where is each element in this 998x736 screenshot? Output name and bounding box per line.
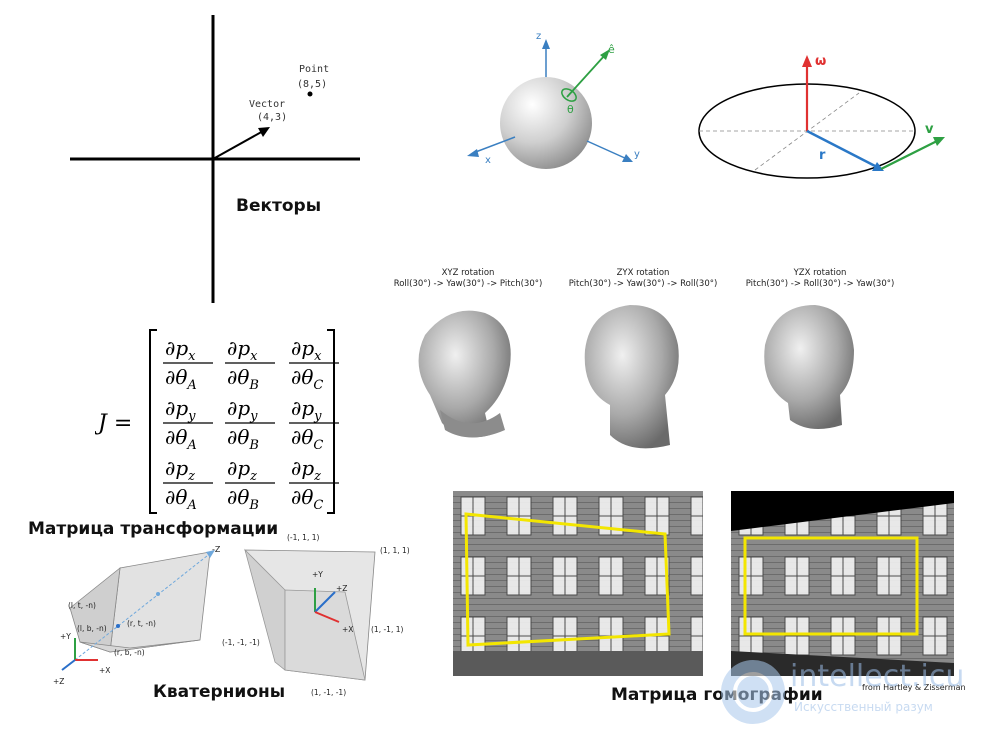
sphere-axis-y: y [634, 149, 640, 160]
jacobian-numerator: ∂py [227, 396, 258, 424]
jacobian-denominator: ∂θA [165, 425, 197, 453]
point-coords: (8,5) [297, 79, 328, 90]
jacobian-numerator: ∂py [165, 396, 196, 424]
frustum-label-ltn: (l, t, -n) [68, 601, 96, 610]
sphere-angle: θ [567, 103, 574, 116]
head-zyx [584, 305, 679, 449]
heads-svg [418, 305, 854, 449]
vectors-axes [70, 15, 360, 303]
cube-label-1nn: (1, -1, -1) [311, 688, 347, 697]
sphere-axis-z: z [536, 31, 542, 42]
vector-arrow [212, 129, 266, 160]
head-yzx [764, 305, 854, 429]
frustum-diagram [61, 550, 215, 671]
sphere-svg [467, 39, 633, 169]
vectors-caption: Векторы [236, 196, 322, 216]
point-dot [307, 91, 313, 97]
jacobian-denominator: ∂θB [227, 485, 259, 513]
watermark-name: intellect.icu [790, 659, 965, 694]
jacobian-numerator: ∂py [291, 396, 322, 424]
cube-label-111: (1, 1, 1) [380, 546, 410, 555]
head-xyz [418, 310, 511, 438]
r-label: r [819, 148, 826, 163]
cube-label-n111: (-1, 1, 1) [287, 533, 320, 542]
frustum-label-x: +X [99, 666, 111, 675]
cube-label-y: +Y [312, 570, 323, 579]
jacobian-svg: J = ∂px∂θA∂px∂θB∂px∂θC∂py∂θA∂py∂θB∂py∂θC… [94, 329, 339, 514]
cube-label-1n11: (1, -1, 1) [371, 625, 404, 634]
v-label: v [925, 122, 934, 137]
sphere-axis-e: ê [608, 43, 615, 56]
frustum-label-z: +Z [53, 677, 65, 686]
frustum-label-neg-z: -Z [212, 545, 221, 554]
vector-arrowhead [258, 127, 270, 137]
jacobian-caption: Матрица трансформации [28, 519, 279, 539]
jacobian-lhs: J = [95, 411, 132, 436]
rectified-quad [743, 536, 919, 636]
rotation-title-1: XYZ rotation Roll(30°) -> Yaw(30°) -> Pi… [393, 268, 543, 289]
jacobian-numerator: ∂pz [291, 456, 321, 484]
homography-source-photo [453, 491, 703, 676]
vector-coords: (4,3) [257, 112, 288, 123]
watermark: intellect.icu Искусственный разум [716, 655, 998, 735]
watermark-logo-icon [721, 660, 785, 724]
jacobian-numerator: ∂px [291, 336, 322, 364]
ellipse-svg [698, 55, 945, 179]
jacobian-denominator: ∂θC [291, 485, 323, 513]
jacobian-numerator: ∂px [165, 336, 196, 364]
cube-label-z: +Z [336, 584, 348, 593]
jacobian-denominator: ∂θC [291, 365, 323, 393]
cube-label-nnn: (-1, -1, -1) [222, 638, 260, 647]
frustum-label-y: +Y [60, 632, 71, 641]
rotation-title-3: YZX rotation Pitch(30°) -> Roll(30°) -> … [745, 268, 895, 289]
left-bracket [149, 329, 157, 514]
jacobian-denominator: ∂θA [165, 485, 197, 513]
jacobian-denominator: ∂θB [227, 425, 259, 453]
jacobian-denominator: ∂θC [291, 425, 323, 453]
vectors-figure [60, 10, 370, 310]
watermark-tagline: Искусственный разум [794, 700, 933, 714]
homography-credit: from Hartley & Zisserman [862, 683, 966, 692]
omega-label: ω [815, 54, 827, 69]
jacobian-numerator: ∂px [227, 336, 258, 364]
cube-label-x: +X [342, 625, 354, 634]
frustum-label-rtn: (r, t, -n) [127, 619, 156, 628]
sphere-axis-x: x [485, 155, 491, 166]
point-label: Point [299, 64, 330, 75]
cube-diagram [244, 548, 376, 681]
jacobian-denominator: ∂θA [165, 365, 197, 393]
quaternions-caption: Кватернионы [153, 682, 286, 702]
jacobian-matrix: J = ∂px∂θA∂px∂θB∂px∂θC∂py∂θA∂py∂θB∂py∂θC… [94, 325, 345, 520]
frustum-label-rbn: (r, b, -n) [114, 648, 145, 657]
rotation-title-2: ZYX rotation Pitch(30°) -> Yaw(30°) -> R… [568, 268, 718, 289]
sphere-figure [455, 25, 655, 205]
jacobian-denominator: ∂θB [227, 365, 259, 393]
jacobian-numerator: ∂pz [165, 456, 195, 484]
right-bracket [327, 329, 335, 514]
ellipse-figure [695, 45, 955, 195]
quaternion-diagrams [61, 548, 376, 681]
homography-rectified-photo [731, 491, 954, 676]
source-quad [464, 512, 671, 647]
frustum-label-lbn: (l, b, -n) [77, 624, 107, 633]
jacobian-numerator: ∂pz [227, 456, 257, 484]
vector-label: Vector [249, 99, 286, 110]
sphere [500, 77, 592, 169]
